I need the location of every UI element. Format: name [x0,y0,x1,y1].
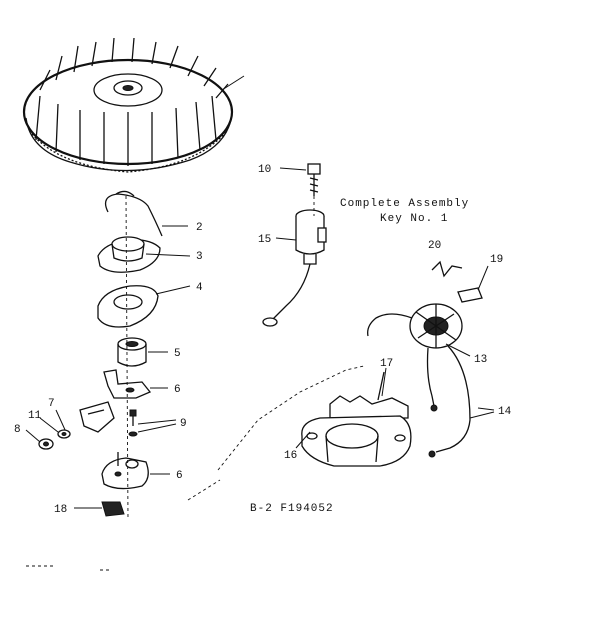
callout-5: 5 [174,348,181,360]
part-15-coil [262,209,327,327]
callout-15: 15 [258,234,271,246]
part-10-screw [279,163,321,196]
callout-13: 13 [474,354,487,366]
part-7-breaker [55,401,115,433]
callout-7: 7 [48,398,55,410]
callout-9: 9 [180,418,187,430]
part-6-plate-lower [101,452,170,490]
part-13-stator [367,303,471,357]
callout-3: 3 [196,251,203,263]
part-11-washer [39,417,71,439]
part-8-nut [25,429,54,450]
part-16-armature-base [295,415,412,467]
part-6-bracket-upper [103,369,168,399]
part-4-gasket [97,285,191,328]
callout-16: 16 [284,450,297,462]
callout-11: 11 [28,410,42,422]
callout-8: 8 [14,424,21,436]
flywheel-drawing [22,37,245,173]
part-5-bushing [117,337,168,367]
callout-10: 10 [258,164,271,176]
callout-20: 20 [428,240,441,252]
part-14-leads [426,345,495,458]
part-17-armature-top [329,367,409,419]
callout-4: 4 [196,282,203,294]
figure-id: B-2 F194052 [250,503,334,515]
part-19-pad [457,265,489,303]
callout-6-upper: 6 [174,384,181,396]
callout-14: 14 [498,406,512,418]
part-18-block [74,501,125,517]
assembly-caption-line2: Key No. 1 [380,213,448,225]
callout-18: 18 [54,504,67,516]
part-3-plate [97,236,191,273]
part-2-clip [104,190,188,237]
part-20-clip [431,260,463,278]
callout-6-lower: 6 [176,470,183,482]
callout-17: 17 [380,358,393,370]
callout-19: 19 [490,254,503,266]
callout-2: 2 [196,222,203,234]
part-9-screws [128,409,177,437]
assembly-caption-line1: Complete Assembly [340,198,469,210]
